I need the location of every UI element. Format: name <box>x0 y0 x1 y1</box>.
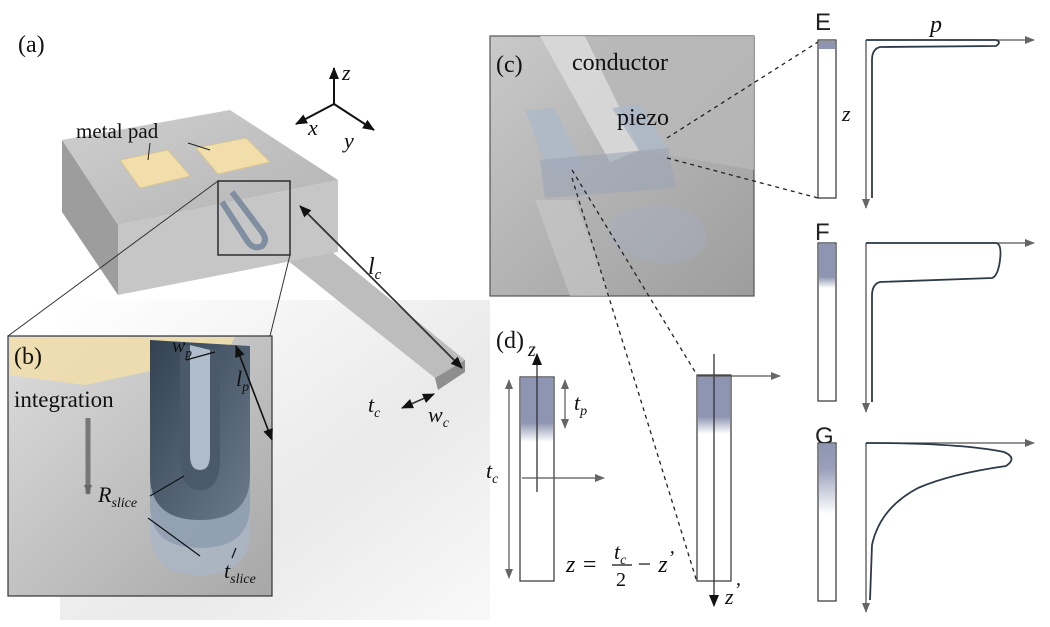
tslice-label: tslice <box>224 558 256 587</box>
profile-letter-e: E <box>815 9 831 36</box>
tc-label-a: tc <box>368 392 381 421</box>
profiles: E z p F G <box>815 9 1035 613</box>
z-axis-label: z <box>341 60 351 85</box>
eq-left: z = <box>565 552 598 578</box>
bar-e-piezo <box>819 41 835 49</box>
profile-z-label: z <box>841 101 851 126</box>
zoom-line-1 <box>7 180 219 337</box>
rslice-label: Rslice <box>97 482 137 511</box>
panel-label-a: (a) <box>18 32 45 58</box>
bar-g-piezo <box>819 444 835 514</box>
panel-label-d: (d) <box>496 328 524 354</box>
panel-c: (c) conductor piezo <box>489 35 755 297</box>
conductor-region <box>585 36 754 170</box>
tp-label: tp <box>574 390 587 419</box>
curve-f <box>866 242 1002 402</box>
tslice-leader <box>231 547 237 559</box>
wp-label: wp <box>172 335 192 360</box>
y-axis-3d <box>333 103 375 131</box>
zoom-box <box>217 180 291 256</box>
piezo-label: piezo <box>617 105 669 131</box>
profile-p-label: p <box>928 12 942 38</box>
metal-pad-left <box>119 149 191 189</box>
wc-label: wc <box>428 402 450 431</box>
profile-letter-f: F <box>815 219 830 246</box>
curve-e <box>866 39 1000 198</box>
piezo-right <box>612 104 668 152</box>
eq-numerator: tc <box>614 539 627 568</box>
panel-d: (d) z tp tc z = tc 2 − z’ z’ <box>486 328 781 609</box>
bar-e <box>817 39 837 199</box>
lc-label: lc <box>368 254 382 283</box>
u-shadow <box>610 205 707 264</box>
beam-continuation <box>535 200 610 296</box>
curve-g <box>865 442 1013 601</box>
metal-pad-right <box>195 137 271 175</box>
substrate-block-left <box>62 140 118 295</box>
eq-denominator: 2 <box>616 569 626 591</box>
substrate-block-top <box>62 110 338 225</box>
conductor-strip <box>540 36 640 162</box>
zprime-label: z’ <box>724 579 741 609</box>
lp-dimension <box>235 345 273 441</box>
lp-label: lp <box>236 366 249 395</box>
d-z-label: z <box>527 339 536 361</box>
substrate-block-front <box>118 180 338 295</box>
u-piezo-trace <box>219 190 268 251</box>
tc-label-d: tc <box>486 458 499 487</box>
z-transform-equation: z = tc 2 − z’ <box>565 539 675 591</box>
x-axis-3d <box>295 103 335 125</box>
metal-pad-leader-2 <box>187 142 211 151</box>
x-axis-label: x <box>307 115 318 140</box>
metal-pad-leader <box>147 142 151 161</box>
panel-label-c: (c) <box>496 52 523 78</box>
lc-dimension <box>299 205 463 369</box>
slice-stack <box>150 340 250 575</box>
metal-pad-label: metal pad <box>76 119 159 143</box>
wp-leader <box>185 351 216 361</box>
dashed-links <box>571 41 819 583</box>
integration-label: integration <box>14 387 114 412</box>
rslice-leader-1 <box>149 475 185 497</box>
bar-f-piezo <box>819 244 835 288</box>
eq-right: − z’ <box>636 547 675 578</box>
wc-dimension <box>401 393 435 409</box>
y-axis-label: y <box>342 128 354 153</box>
rslice-leader-2 <box>147 517 201 557</box>
piezo-bottom <box>540 148 676 198</box>
conductor-label: conductor <box>572 50 668 76</box>
zoom-line-2 <box>269 254 291 337</box>
panel-b: (b) integration wp lp Rslice tslice <box>7 335 273 597</box>
panel-label-b: (b) <box>14 344 42 370</box>
axes-3d: z x y <box>295 60 375 153</box>
